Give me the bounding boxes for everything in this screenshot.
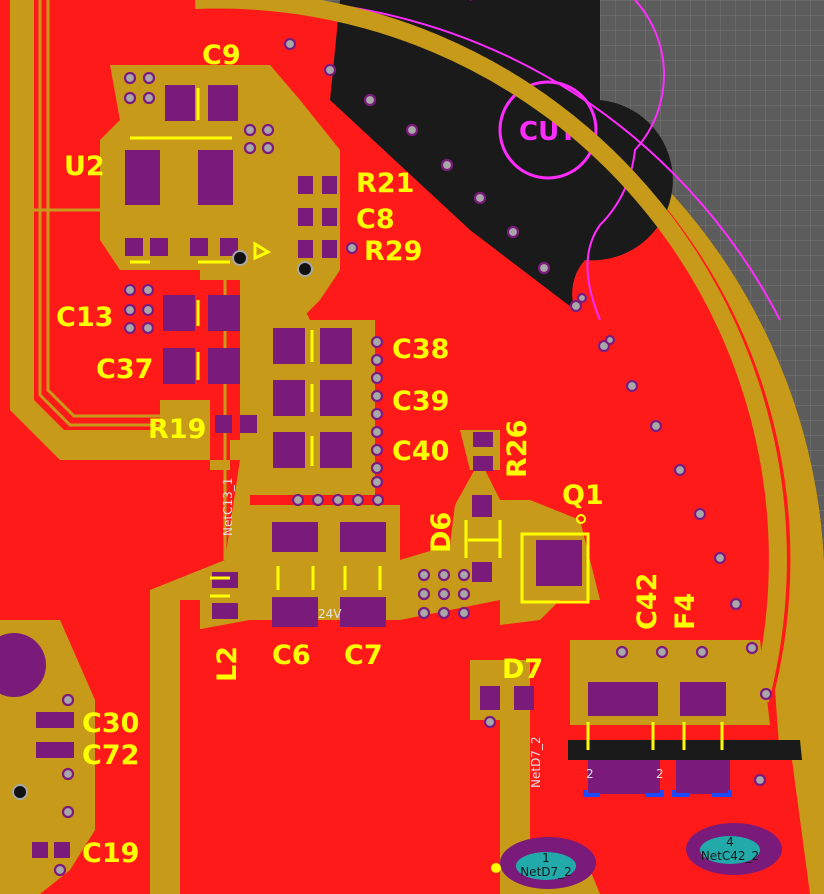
designator-c30: C30 [82,708,139,739]
designator-c7: C7 [344,640,383,671]
designator-c37: C37 [96,354,153,385]
designator-c6: C6 [272,640,311,671]
designator-c13: C13 [56,302,113,333]
via-large-1 [232,250,248,266]
designator-c8: C8 [356,204,395,235]
net-label-24v: 24V [318,607,342,621]
designator-r26: R26 [502,420,533,478]
designator-f4: F4 [670,593,701,630]
designator-r21: R21 [356,168,414,199]
designator-r19: R19 [148,414,206,445]
silkscreen [130,88,724,750]
designator-l2: L2 [212,646,243,682]
pad-labels: 1 NetD7_2 4 NetC42_2 2 2 [516,767,760,880]
designator-d6: D6 [426,512,457,553]
designator-u2: U2 [64,151,105,182]
designator-c72: C72 [82,740,139,771]
board-outline-curve [470,0,665,321]
cutout-hole [498,80,598,180]
designator-c9: C9 [202,40,241,71]
designator-r29: R29 [364,236,422,267]
designator-d7: D7 [502,654,543,685]
inner-ring-trace [195,0,787,703]
pad4-number: 4 [726,835,734,849]
net-label-netd7-2: NetD7_2 [529,736,543,788]
net-label-netc13-1: NetC13_1 [221,478,235,536]
pin1-marker [576,514,586,524]
pad1-number: 1 [542,851,550,865]
designator-c40: C40 [392,436,449,467]
pad1-net: NetD7_2 [520,865,572,879]
f4-pad-right-number: 2 [656,767,664,781]
footprints [0,85,782,889]
designator-c42: C42 [632,573,663,630]
net-labels: NetC13_1 NetD7_2 24V [221,478,543,788]
mounting-cutout[interactable]: CUT [330,0,673,310]
f4-pad-left-number: 2 [586,767,594,781]
pad4-net: NetC42_2 [701,849,759,863]
designator-c39: C39 [392,386,449,417]
designator-labels: C9 U2 R21 C8 R29 C13 C37 C38 C39 C40 R19… [56,40,701,869]
fiducial-dot [491,863,501,873]
designator-c38: C38 [392,334,449,365]
designator-c19: C19 [82,838,139,869]
vias [53,37,773,877]
designator-q1: Q1 [562,480,604,511]
cutout-keepout [330,0,673,310]
assembly-marks [583,790,732,797]
via-large-2 [297,261,313,277]
via-large-3 [12,784,28,800]
copper-pour-lower [195,620,470,894]
